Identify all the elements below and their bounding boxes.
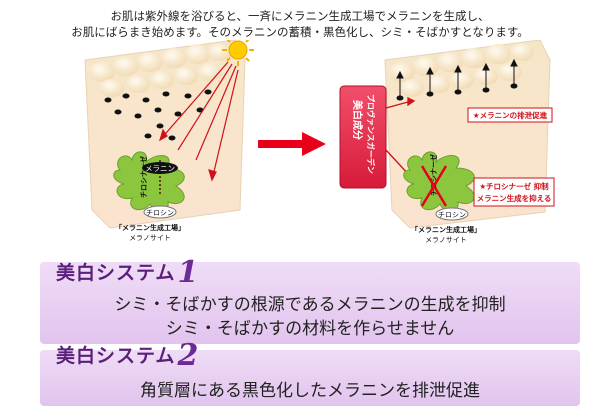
uv-rays — [158, 61, 239, 182]
system-2-line-1: 角質層にある黒色化したメラニンを排泄促進 — [140, 381, 480, 401]
skin-diagram-before: メラニン チロシナーゼ チロシン 「メラニン生成工場」 メラノサイト — [84, 40, 254, 242]
melanocyte-right: チロシナーゼ チロシン — [403, 151, 475, 221]
whitening-system-1-panel — [40, 262, 580, 344]
excretion-label: ★メラニンの排泄促進 — [473, 110, 548, 120]
sun-icon — [222, 40, 254, 66]
melanin-dots — [104, 89, 212, 141]
system-1-number: 1 — [177, 255, 200, 290]
tyrosine-label-right: チロシン — [438, 211, 466, 219]
intro-line-2: お肌にばらまき始めます。そのメラニンの蓄積・黒色化し、シミ・そばかすとなります。 — [71, 25, 529, 39]
intro-text: お肌は紫外線を浴びると、一斉にメラニン生成工場でメラニンを生成し、 お肌にばらま… — [0, 8, 600, 40]
arrow-right-icon — [258, 132, 326, 156]
inhibit-line-2: メラニン生成を抑える — [477, 193, 552, 203]
inhibit-line-1: ★チロシナーゼ 抑制 — [479, 181, 549, 191]
system-2-title-text: 美白システム — [56, 345, 176, 367]
whitening-system-2-panel — [40, 350, 580, 406]
excretion-arrows — [396, 58, 518, 101]
melanocyte-label-left: メラノサイト — [129, 234, 171, 242]
system-2-title: 美白システム2 — [56, 338, 199, 373]
ingredient-name: プロヴァンスガーデン — [366, 94, 376, 174]
excretion-box — [467, 107, 553, 123]
ingredient-label: 美白成分 — [351, 100, 364, 140]
melanocyte-label-right: メラノサイト — [425, 236, 467, 244]
skin-cells-right — [389, 43, 534, 97]
tyrosinase-label: チロシナーゼ — [139, 156, 148, 198]
melanocyte-left: メラニン チロシナーゼ チロシン — [113, 151, 185, 219]
system-2-number: 2 — [177, 338, 200, 373]
system-1-line-1: シミ・そばかすの根源であるメラニンの生成を抑制 — [114, 295, 506, 315]
system-1-line-2: シミ・そばかすの材料を作らせません — [165, 319, 455, 339]
skin-diagram-after: プロヴァンスガーデン 美白成分 ★メラニンの排泄促進 チロシナーゼ チロシン ★… — [339, 40, 555, 244]
melanin-diagram: メラニン チロシナーゼ チロシン 「メラニン生成工場」 メラノサイト — [84, 40, 555, 244]
tyrosine-label: チロシン — [146, 209, 174, 217]
system-1-title: 美白システム1 — [56, 255, 199, 290]
skin-cells — [89, 43, 232, 97]
intro-line-1: お肌は紫外線を浴びると、一斉にメラニン生成工場でメラニンを生成し、 — [110, 9, 490, 23]
inhibit-box — [473, 177, 555, 207]
whitening-ingredient-box: プロヴァンスガーデン 美白成分 — [339, 85, 387, 189]
melanin-label: メラニン — [145, 164, 175, 173]
system-1-title-text: 美白システム — [56, 262, 176, 284]
tyrosinase-label-right: チロシナーゼ — [429, 154, 438, 196]
factory-label-left: 「メラニン生成工場」 — [115, 223, 185, 232]
factory-label-right: 「メラニン生成工場」 — [411, 225, 481, 234]
